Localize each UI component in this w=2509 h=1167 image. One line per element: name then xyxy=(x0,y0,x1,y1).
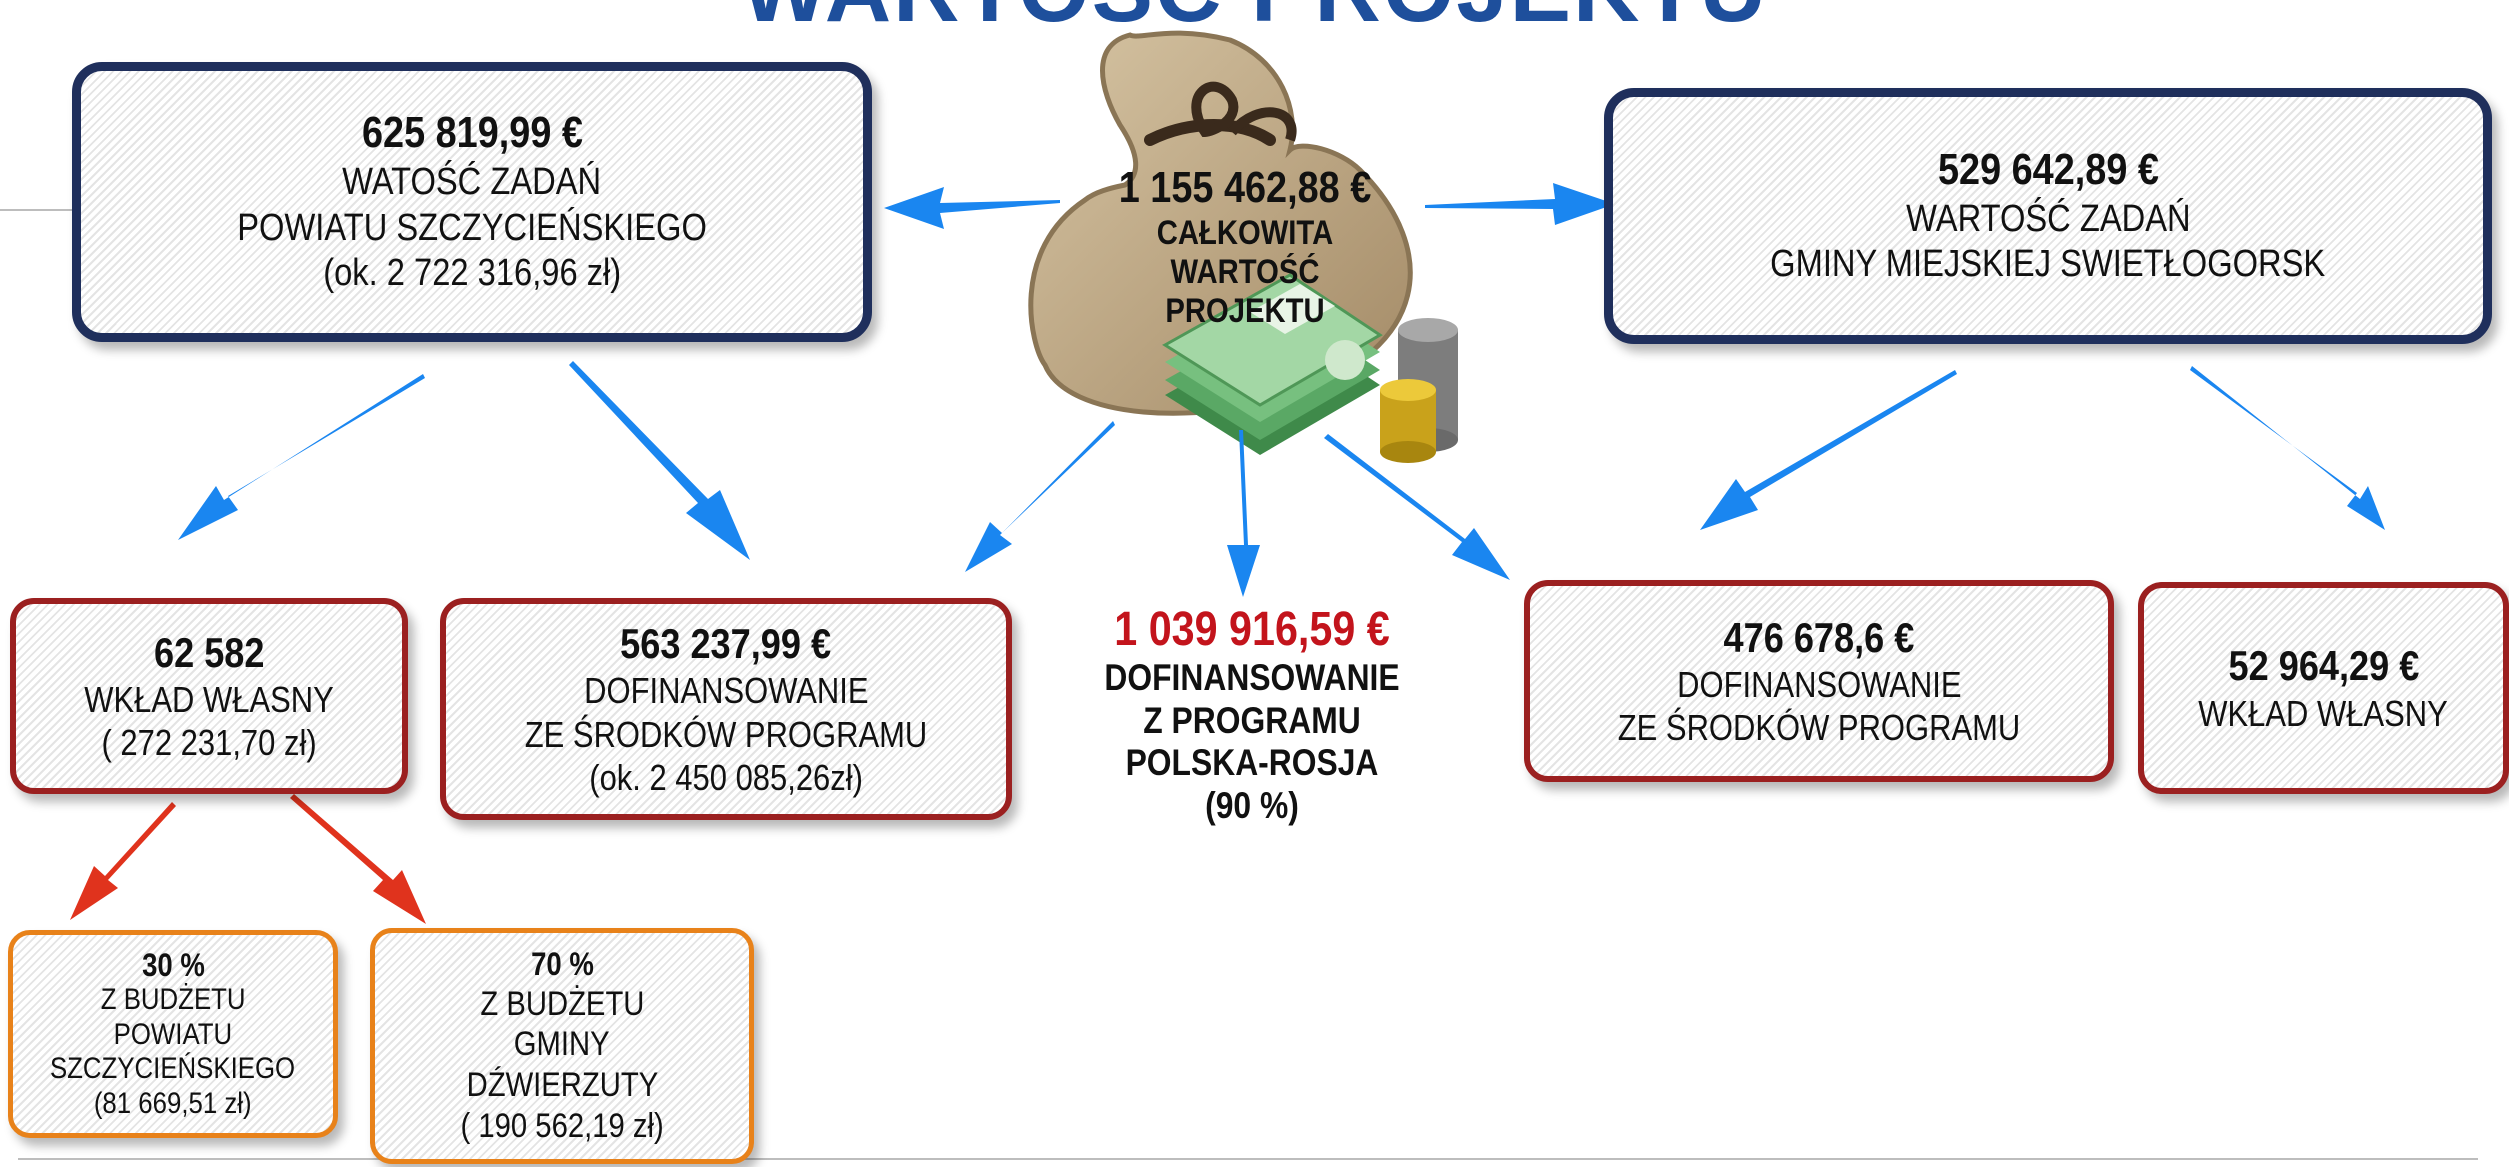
left-program-line1: DOFINANSOWANIE xyxy=(583,670,869,712)
banknotes-icon xyxy=(1162,273,1383,455)
total-line3: PROJEKTU xyxy=(1165,291,1325,330)
budget-gmina-line4: ( 190 562,19 zł) xyxy=(460,1106,664,1145)
left-own-contribution-box: 62 582 WKŁAD WŁASNY ( 272 231,70 zł) xyxy=(10,598,408,794)
budget-gmina-percent: 70 % xyxy=(530,946,594,983)
left-task-value-box: 625 819,99 € WATOŚĆ ZADAŃ POWIATU SZCZYC… xyxy=(72,62,872,342)
left-program-funding-box: 563 237,99 € DOFINANSOWANIE ZE ŚRODKÓW P… xyxy=(440,598,1012,820)
program-total-line4: (90 %) xyxy=(1205,784,1299,826)
top-separator-line xyxy=(0,209,75,211)
left-program-amount: 563 237,99 € xyxy=(620,620,832,668)
total-line1: CAŁKOWITA xyxy=(1156,213,1334,252)
left-task-line2: POWIATU SZCZYCIEŃSKIEGO xyxy=(237,206,707,249)
arrow-total-to-right xyxy=(1425,183,1615,225)
arrow-bag-to-rightprogram xyxy=(1324,434,1510,580)
budget-powiat-line4: (81 669,51 zł) xyxy=(94,1086,252,1120)
left-own-line2: ( 272 231,70 zł) xyxy=(101,722,317,764)
arrow-rightbox-to-own xyxy=(2190,366,2385,530)
right-program-amount: 476 678,6 € xyxy=(1723,613,1915,661)
arrow-bag-to-leftprogram xyxy=(965,421,1115,572)
arrow-own-to-gmina xyxy=(290,794,426,924)
page-title: WARTOŚĆ PROJEKTU xyxy=(0,0,2509,43)
left-task-line1: WATOŚĆ ZADAŃ xyxy=(342,161,602,203)
right-task-line2: GMINY MIEJSKIEJ SWIETŁOGORSK xyxy=(1770,243,2326,286)
budget-powiat-line1: Z BUDŻETU xyxy=(100,983,246,1017)
total-amount: 1 155 462,88 € xyxy=(1118,163,1372,212)
budget-gmina-box: 70 % Z BUDŻETU GMINY DŹWIERZUTY ( 190 56… xyxy=(370,928,754,1164)
program-total-line3: POLSKA-ROSJA xyxy=(1125,742,1379,784)
total-project-value: 1 155 462,88 € CAŁKOWITA WARTOŚĆ PROJEKT… xyxy=(1090,163,1400,331)
left-program-line3: (ok. 2 450 085,26zł) xyxy=(589,756,863,798)
budget-powiat-percent: 30 % xyxy=(141,946,205,983)
budget-powiat-line2: POWIATU xyxy=(113,1017,233,1051)
left-own-amount: 62 582 xyxy=(153,628,265,676)
right-own-line1: WKŁAD WŁASNY xyxy=(2198,692,2449,734)
total-line2: WARTOŚĆ xyxy=(1170,252,1320,291)
right-task-amount: 529 642,89 € xyxy=(1937,145,2159,194)
arrow-leftbox-to-own xyxy=(178,374,425,540)
budget-powiat-line3: SZCZYCIEŃSKIEGO xyxy=(50,1052,296,1086)
bottom-separator-line xyxy=(18,1158,2478,1160)
budget-powiat-box: 30 % Z BUDŻETU POWIATU SZCZYCIEŃSKIEGO (… xyxy=(8,930,338,1138)
budget-gmina-line2: GMINY xyxy=(514,1025,610,1064)
budget-gmina-line1: Z BUDŻETU xyxy=(479,984,645,1023)
right-program-line2: ZE ŚRODKÓW PROGRAMU xyxy=(1617,707,2021,749)
right-program-line1: DOFINANSOWANIE xyxy=(1676,664,1962,705)
program-total-line2: Z PROGRAMU xyxy=(1143,699,1361,741)
red-arrows xyxy=(70,794,426,924)
program-total-amount: 1 039 916,59 € xyxy=(1114,603,1390,656)
coins-icon xyxy=(1380,318,1458,463)
blue-arrows xyxy=(178,183,2385,597)
budget-gmina-line3: DŹWIERZUTY xyxy=(466,1066,658,1105)
arrow-rightbox-to-program xyxy=(1700,370,1957,530)
right-task-value-box: 529 642,89 € WARTOŚĆ ZADAŃ GMINY MIEJSKI… xyxy=(1604,88,2492,344)
left-own-line1: WKŁAD WŁASNY xyxy=(84,679,334,720)
left-program-line2: ZE ŚRODKÓW PROGRAMU xyxy=(524,713,928,755)
right-own-amount: 52 964,29 € xyxy=(2228,642,2419,690)
program-total-line1: DOFINANSOWANIE xyxy=(1104,657,1400,699)
right-program-funding-box: 476 678,6 € DOFINANSOWANIE ZE ŚRODKÓW PR… xyxy=(1524,580,2114,782)
arrow-own-to-powiat xyxy=(70,802,176,920)
arrow-bag-to-programtotal xyxy=(1227,430,1260,597)
arrow-total-to-left xyxy=(884,187,1060,229)
left-task-amount: 625 819,99 € xyxy=(361,108,583,158)
left-task-line3: (ok. 2 722 316,96 zł) xyxy=(323,252,621,295)
right-own-contribution-box: 52 964,29 € WKŁAD WŁASNY xyxy=(2138,582,2509,794)
arrow-leftbox-to-program xyxy=(569,361,750,560)
program-funding-total: 1 039 916,59 € DOFINANSOWANIE Z PROGRAMU… xyxy=(1062,602,1442,827)
right-task-line1: WARTOŚĆ ZADAŃ xyxy=(1905,197,2191,240)
